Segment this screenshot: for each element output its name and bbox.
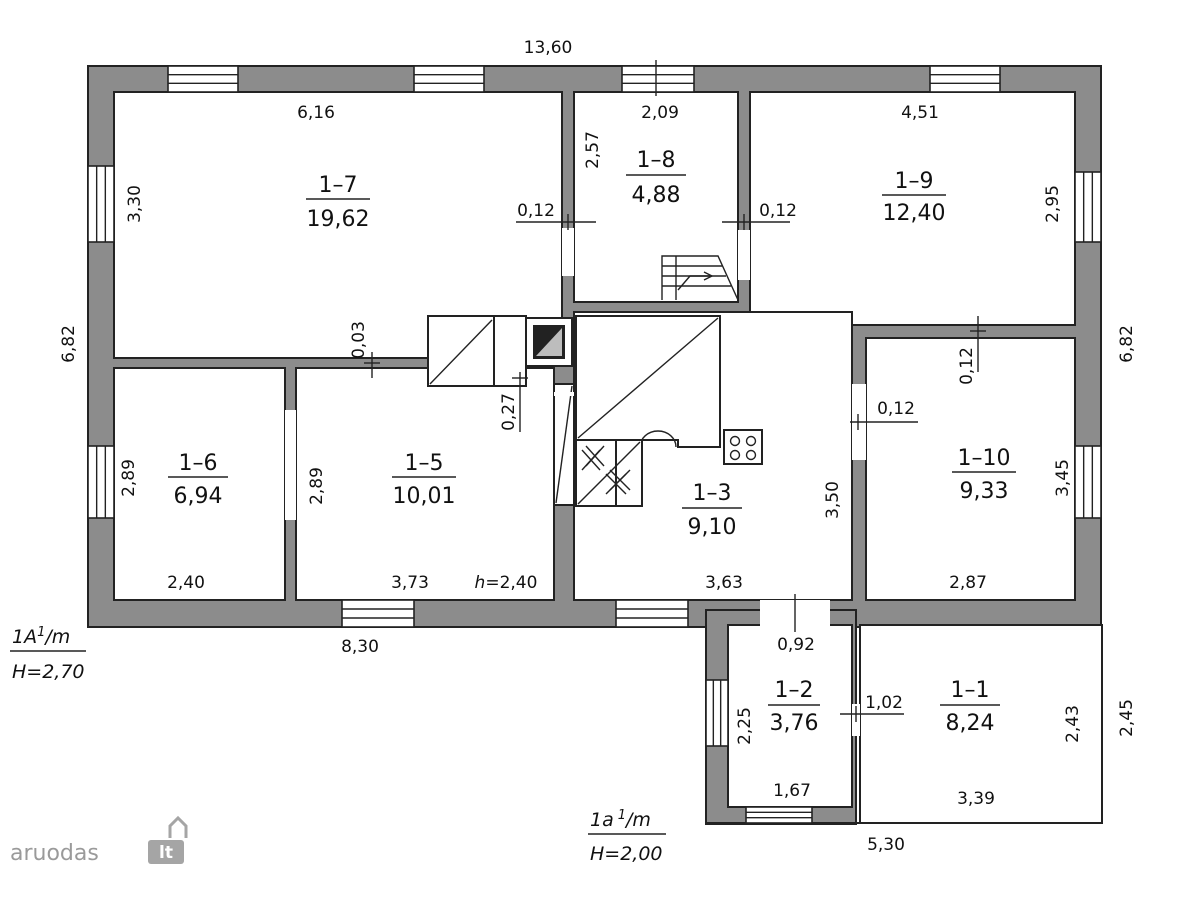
staircase bbox=[661, 255, 739, 301]
chimney-block bbox=[427, 315, 573, 387]
windows bbox=[87, 65, 1102, 824]
room-1-7-id: 1–7 bbox=[319, 173, 358, 198]
door-dim-1-1: 1,02 bbox=[865, 693, 903, 713]
window-3 bbox=[621, 65, 695, 93]
room-1-3-height: 3,50 bbox=[823, 481, 843, 519]
partition-dim-2: 0,12 bbox=[759, 201, 797, 221]
room-1-8-id: 1–8 bbox=[637, 148, 676, 173]
room-1-6-area: 6,94 bbox=[174, 484, 223, 509]
room-1-1-width: 3,39 bbox=[957, 789, 995, 809]
room-1-6-width: 2,40 bbox=[167, 573, 205, 593]
partition-dim-6: 0,12 bbox=[957, 347, 977, 385]
watermark-badge-text: lt bbox=[159, 843, 173, 863]
annex-level-suffix: /m bbox=[624, 809, 651, 831]
cooktop bbox=[723, 429, 763, 465]
annex-level-code: 1a bbox=[590, 809, 614, 831]
room-1-8-height: 2,57 bbox=[583, 131, 603, 169]
room-1-8 bbox=[573, 91, 739, 303]
watermark-logo: aruodas lt bbox=[10, 815, 188, 866]
main-level-height: H=2,70 bbox=[12, 661, 85, 683]
room-1-7-area: 19,62 bbox=[307, 207, 370, 232]
room-1-6-id: 1–6 bbox=[179, 451, 218, 476]
stove-block bbox=[553, 315, 721, 507]
room-1-7 bbox=[113, 91, 563, 359]
room-1-6 bbox=[113, 367, 286, 601]
room-1-8-area: 4,88 bbox=[632, 183, 681, 208]
room-1-2-height: 2,25 bbox=[735, 707, 755, 745]
room-1-1-height: 2,43 bbox=[1063, 705, 1083, 743]
house-icon bbox=[168, 815, 188, 838]
main-level-suffix: /m bbox=[43, 626, 70, 648]
annex-level-height: H=2,00 bbox=[590, 843, 663, 865]
annex-height: 2,45 bbox=[1117, 699, 1137, 737]
overall-height-right: 6,82 bbox=[1117, 325, 1137, 363]
overall-width-top: 13,60 bbox=[524, 38, 573, 58]
ceiling-height-note: h=2,40 bbox=[475, 573, 538, 593]
room-1-5-width: 3,73 bbox=[391, 573, 429, 593]
room-1-10-width: 2,87 bbox=[949, 573, 987, 593]
room-1-6-height: 2,89 bbox=[119, 459, 139, 497]
watermark-text: aruodas bbox=[10, 841, 99, 866]
room-1-5 bbox=[295, 367, 555, 601]
ceiling-height-value: =2,40 bbox=[485, 573, 537, 593]
room-1-10 bbox=[865, 337, 1076, 601]
partition-dim-1: 0,12 bbox=[517, 201, 555, 221]
window-11 bbox=[1074, 445, 1102, 519]
window-6 bbox=[341, 599, 415, 628]
main-level-code: 1A bbox=[12, 626, 37, 648]
overall-height-left: 6,82 bbox=[59, 325, 79, 363]
room-1-1 bbox=[859, 624, 1103, 824]
room-1-2-width: 1,67 bbox=[773, 781, 811, 801]
window-10 bbox=[1074, 171, 1102, 243]
tick-lines bbox=[364, 60, 986, 722]
room-1-1-area: 8,24 bbox=[946, 711, 995, 736]
partition-dim-3: 0,03 bbox=[349, 321, 369, 359]
room-1-9-height: 2,95 bbox=[1043, 185, 1063, 223]
room-1-3-id: 1–3 bbox=[693, 481, 732, 506]
window-5 bbox=[615, 599, 689, 628]
room-1-2 bbox=[727, 624, 853, 808]
annex-width: 5,30 bbox=[867, 835, 905, 855]
annex-level-label: 1a 1/m bbox=[590, 808, 651, 832]
partition-dim-4: 0,27 bbox=[499, 393, 519, 431]
room-1-2-area: 3,76 bbox=[770, 711, 819, 736]
room-1-9 bbox=[749, 91, 1076, 326]
room-1-10-area: 9,33 bbox=[960, 479, 1009, 504]
main-level-label: 1A1/m bbox=[12, 625, 70, 649]
room-1-9-area: 12,40 bbox=[883, 201, 946, 226]
window-8 bbox=[87, 165, 115, 243]
overall-width-bottom-left: 8,30 bbox=[341, 637, 379, 657]
window-4 bbox=[929, 65, 1001, 93]
room-1-7-height: 3,30 bbox=[125, 185, 145, 223]
room-1-10-id: 1–10 bbox=[958, 446, 1011, 471]
room-1-3-width: 3,63 bbox=[705, 573, 743, 593]
room-1-10-height: 3,45 bbox=[1053, 459, 1073, 497]
room-1-2-id: 1–2 bbox=[775, 678, 814, 703]
main-level-sup: 1 bbox=[37, 625, 45, 640]
window-7 bbox=[745, 806, 813, 824]
window-1 bbox=[167, 65, 239, 93]
window-9 bbox=[87, 445, 115, 519]
room-1-7-width: 6,16 bbox=[297, 103, 335, 123]
window-2 bbox=[413, 65, 485, 93]
door-dim-1-2: 0,92 bbox=[777, 635, 815, 655]
room-1-8-width: 2,09 bbox=[641, 103, 679, 123]
room-1-5-area: 10,01 bbox=[393, 484, 456, 509]
room-1-9-width: 4,51 bbox=[901, 103, 939, 123]
room-1-5-height: 2,89 bbox=[307, 467, 327, 505]
window-12 bbox=[705, 679, 729, 747]
room-1-3-area: 9,10 bbox=[688, 515, 737, 540]
room-1-5-id: 1–5 bbox=[405, 451, 444, 476]
room-1-9-id: 1–9 bbox=[895, 169, 934, 194]
partition-dim-5: 0,12 bbox=[877, 399, 915, 419]
annex-level-sup: 1 bbox=[618, 808, 626, 823]
watermark-badge bbox=[148, 840, 184, 864]
room-1-1-id: 1–1 bbox=[951, 678, 990, 703]
